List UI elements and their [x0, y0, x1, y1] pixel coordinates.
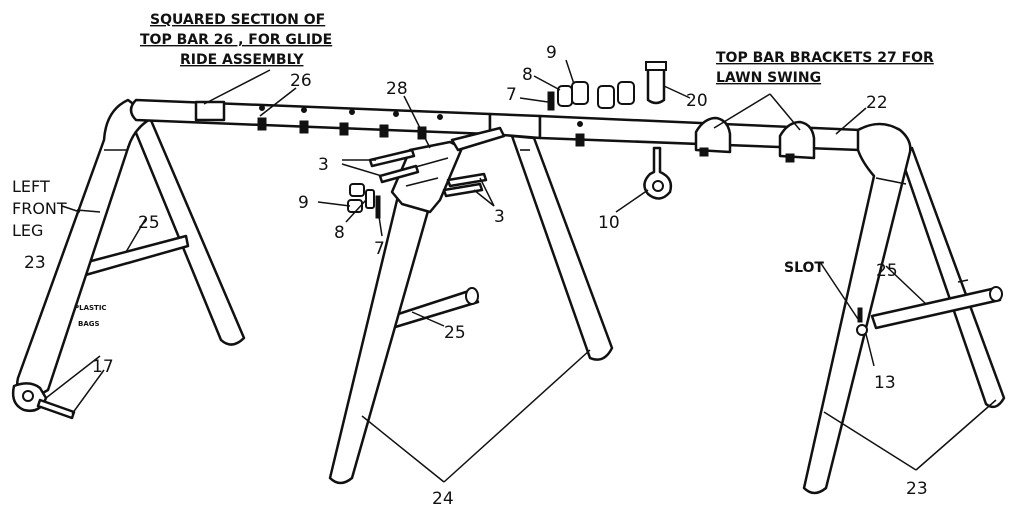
plastic-bags-label-line2: BAGS [78, 320, 100, 328]
left-front-leg-label-line1: LEFT [12, 177, 50, 196]
washer-7-upper [547, 91, 555, 111]
slot-label: SLOT [784, 260, 824, 276]
callout-26: 26 [290, 71, 312, 91]
callout-25-right: 25 [876, 261, 898, 281]
callout-9-upper: 9 [546, 43, 557, 63]
nut-9-upper-c [617, 81, 635, 105]
bolt-3-upper-b [378, 164, 420, 184]
callout-17: 17 [92, 357, 114, 377]
top-bar [129, 98, 868, 163]
top-bar-left-section [129, 98, 492, 136]
swing-hook-10 [643, 146, 673, 200]
callout-20: 20 [686, 91, 708, 111]
callout-23-right: 23 [906, 479, 928, 499]
spacer-8-left [365, 189, 375, 209]
top-bar-brackets-note-line2: LAWN SWING [716, 70, 821, 86]
hub-arm [450, 126, 506, 152]
callout-8-left: 8 [334, 223, 345, 243]
callout-13: 13 [874, 373, 896, 393]
bolt-3-upper-a [368, 148, 416, 168]
callout-24: 24 [432, 489, 454, 509]
squared-section [194, 100, 226, 122]
right-front-leg [802, 122, 912, 495]
left-front-leg-label-line3: LEG [12, 221, 43, 240]
callout-3-right: 3 [494, 207, 505, 227]
pin-20 [646, 64, 666, 105]
washer-7-left [375, 195, 381, 219]
exploded-hardware [36, 61, 673, 420]
callout-25-left: 25 [138, 213, 160, 233]
nut-9-left-a [349, 183, 365, 197]
middle-back-leg [510, 134, 614, 361]
left-front-leg-label-line2: FRONT [12, 199, 67, 218]
bolt-3-lower-b [442, 182, 484, 198]
squared-section-note-line1: SQUARED SECTION OF [150, 12, 325, 28]
callout-22: 22 [866, 93, 888, 113]
nut-9-upper-b [597, 85, 615, 109]
left-a-frame [11, 98, 246, 412]
plastic-bags-label-line1: PLASTIC [74, 304, 107, 312]
top-bar-bracket-left [694, 116, 732, 154]
callout-23-left: 23 [24, 253, 46, 273]
notes: SQUARED SECTION OF TOP BAR 26 , FOR GLID… [12, 12, 934, 328]
right-cross-brace [870, 286, 1002, 330]
middle-front-leg [328, 194, 432, 485]
squared-section-note-line2: TOP BAR 26 , FOR GLIDE [140, 32, 332, 48]
callout-7-upper: 7 [506, 85, 517, 105]
right-a-frame [802, 122, 1006, 495]
callout-9-left: 9 [298, 193, 309, 213]
bolt-3-lower-a [446, 172, 488, 188]
squared-section-note-line3: RIDE ASSEMBLY [180, 52, 304, 68]
callout-3-left: 3 [318, 155, 329, 175]
leader-lines [45, 59, 997, 483]
lag-screw-17 [36, 398, 76, 420]
callout-10: 10 [598, 213, 620, 233]
spacer-8-upper [557, 85, 573, 107]
callout-8-upper: 8 [522, 65, 533, 85]
right-back-leg [900, 146, 1006, 409]
part-callouts: 26 28 9 8 7 20 22 3 3 9 8 7 10 25 23 17 … [24, 43, 928, 509]
callout-7-left: 7 [374, 239, 385, 259]
callout-25-middle: 25 [444, 323, 466, 343]
middle-a-frame [328, 126, 614, 485]
top-bar-brackets-note-line1: TOP BAR BRACKETS 27 FOR [716, 50, 934, 66]
top-bar-bracket-right [778, 120, 816, 160]
nut-9-upper-a [571, 81, 589, 105]
left-back-leg [132, 116, 246, 346]
callout-28: 28 [386, 79, 408, 99]
